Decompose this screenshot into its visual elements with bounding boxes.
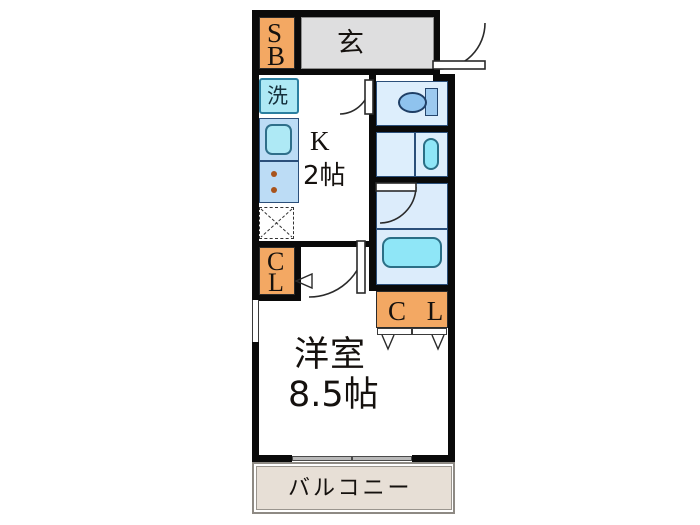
bath-room-divider — [376, 228, 448, 230]
entrance-area — [301, 17, 434, 69]
bath-room — [376, 183, 448, 285]
pipe-shaft-cross-icon — [260, 208, 293, 238]
closet-left — [259, 247, 295, 295]
slider-panel-left[interactable] — [292, 456, 352, 461]
closet-right-folding-marks-icon — [381, 334, 445, 351]
balcony-sliding-door[interactable] — [292, 455, 412, 462]
closet-left-label-c: C — [267, 247, 285, 276]
western-room-label: 洋室 — [294, 335, 367, 375]
wall-bath-left-lower — [369, 246, 376, 291]
kitchen-label-size: 2帖 — [303, 161, 346, 191]
balcony-outline — [252, 462, 455, 514]
stove-burner-1 — [271, 171, 277, 177]
bath-door[interactable] — [375, 182, 420, 229]
wall-bath-bumpout-top — [433, 74, 455, 81]
closet-right — [376, 291, 448, 328]
toilet-bowl — [398, 92, 427, 113]
kitchen-label-k: K — [310, 126, 330, 156]
wall-right-outer-upper — [433, 10, 440, 80]
wall-entry-bottom — [259, 69, 301, 75]
slider-panel-right[interactable] — [352, 456, 412, 461]
lavatory-divider — [414, 132, 416, 177]
balcony-area — [256, 466, 452, 510]
western-room-size-label: 8.5帖 — [288, 375, 379, 415]
wall-lav-bath-divider — [376, 177, 448, 183]
wall-closet-left-top — [259, 241, 375, 247]
closet-right-label: C L — [388, 296, 451, 326]
washer-label: 洗 — [267, 84, 288, 108]
wall-top-outer — [252, 10, 440, 17]
closet-right-door-panel-1[interactable] — [377, 328, 412, 335]
wall-left-outer-lower — [252, 342, 259, 461]
shoe-box — [259, 17, 295, 69]
sink-basin — [265, 124, 292, 155]
wall-entry-bottom-right — [301, 69, 434, 75]
wall-kitchen-bath-divider — [369, 74, 376, 246]
closet-right-door-panel-2[interactable] — [412, 328, 447, 335]
wall-closet-left-right — [295, 247, 301, 295]
stove-burner-2 — [271, 187, 277, 193]
wall-entry-divider-vert — [295, 17, 301, 69]
balcony-label: バルコニー — [288, 476, 413, 501]
wall-bath-bottom — [369, 285, 455, 291]
kitchen-counter-divider — [259, 160, 299, 162]
room-window-left — [252, 300, 259, 342]
entrance-door[interactable] — [432, 17, 491, 73]
lavatory-basin — [423, 138, 439, 170]
wall-right-outer-bath — [448, 74, 455, 462]
wall-closet-left-bottom — [259, 295, 301, 301]
closet-left-folding-mark-icon — [294, 272, 313, 290]
shoe-box-label-s: S — [267, 18, 283, 48]
wall-toilet-lav-divider — [376, 126, 448, 132]
bathtub — [382, 237, 442, 268]
wall-left-outer-upper — [252, 10, 259, 300]
room-door[interactable] — [303, 240, 371, 299]
entrance-label: 玄 — [337, 28, 364, 59]
kitchen-door[interactable] — [337, 79, 374, 122]
washer-box — [259, 78, 299, 114]
shoe-box-label-b: B — [267, 41, 286, 71]
closet-left-label-l: L — [268, 268, 284, 297]
